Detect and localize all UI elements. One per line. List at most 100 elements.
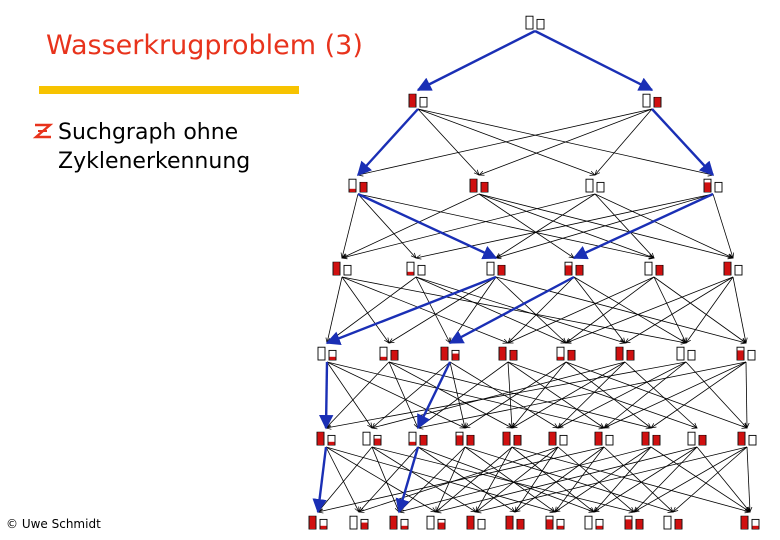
graph-edge (357, 193, 416, 258)
solution-path-edge (325, 275, 497, 345)
graph-edge (515, 446, 605, 512)
jug-water-fill (361, 522, 368, 529)
jug-outline (642, 93, 651, 108)
graph-edge (624, 361, 697, 428)
bullet-text: Suchgraph ohne Zyklenerkennung (58, 120, 251, 174)
state-node (505, 515, 525, 530)
graph-edge (389, 276, 497, 343)
graph-edge (558, 361, 687, 428)
jug-water-fill (409, 441, 416, 445)
graph-edge (496, 193, 596, 258)
jug-water-fill (467, 435, 474, 445)
graph-edge (653, 276, 686, 343)
state-node (525, 15, 545, 30)
state-node (663, 515, 683, 530)
solution-path-edge (318, 361, 334, 430)
graph-edge (508, 276, 575, 343)
jug-water-fill (438, 522, 445, 529)
graph-edge (327, 276, 417, 343)
jug-water-fill (627, 350, 634, 360)
graph-edge (388, 361, 418, 428)
jug-outline (585, 178, 594, 193)
jug-water-fill (470, 179, 477, 192)
jug-water-fill (642, 432, 649, 445)
jug-water-fill (390, 516, 397, 529)
jug-outline (559, 434, 568, 446)
graph-edge (372, 361, 626, 428)
jug-outline (605, 434, 614, 446)
graph-edge (512, 361, 626, 428)
graph-edge (436, 446, 513, 512)
jug-water-fill (653, 435, 660, 445)
graph-edge (594, 193, 654, 258)
title-underline-bar (39, 86, 299, 94)
jug-water-fill (510, 350, 517, 360)
graph-edge (566, 276, 734, 343)
state-node (556, 346, 576, 361)
jug-water-fill (380, 356, 387, 360)
jug-outline (417, 264, 426, 276)
graph-edge (326, 361, 465, 428)
jug-water-fill (329, 356, 336, 360)
graph-edge (495, 276, 566, 343)
state-node (426, 515, 446, 530)
state-node (564, 261, 584, 276)
graph-edge (634, 446, 698, 512)
jug-outline (747, 349, 756, 361)
graph-edge (651, 361, 747, 428)
graph-edge (696, 446, 750, 512)
graph-edge (318, 446, 373, 512)
jug-outline (644, 261, 653, 276)
graph-edge (573, 276, 625, 343)
graph-edge (558, 361, 626, 428)
jug-water-fill (498, 265, 505, 275)
z-bullet-icon (32, 123, 54, 139)
solution-path-edge (395, 446, 420, 514)
graph-edge (479, 108, 653, 175)
state-node (687, 431, 707, 446)
jug-water-fill (704, 182, 711, 192)
state-node (362, 431, 382, 446)
graph-edge (399, 446, 652, 512)
graph-edge (436, 446, 698, 512)
state-node (440, 346, 460, 361)
state-node (348, 178, 368, 193)
state-node (737, 431, 757, 446)
jug-outline (714, 181, 723, 193)
jug-water-fill (741, 516, 748, 529)
jug-water-fill (654, 97, 661, 107)
jug-outline (477, 518, 486, 530)
state-node (642, 93, 662, 108)
jug-outline (596, 181, 605, 193)
jug-water-fill (407, 271, 414, 275)
jug-water-fill (675, 519, 682, 529)
jug-water-fill (349, 188, 356, 192)
graph-edge (673, 446, 748, 512)
state-node (676, 346, 696, 361)
jug-water-fill (636, 519, 643, 529)
state-node (736, 346, 756, 361)
jug-water-fill (328, 441, 335, 445)
graph-edge (388, 361, 651, 428)
graph-edge (342, 193, 596, 258)
graph-edge (573, 276, 686, 343)
jug-water-fill (737, 350, 744, 360)
state-node (548, 431, 568, 446)
graph-edge (603, 446, 673, 512)
graph-edge (342, 193, 480, 258)
graph-edge (653, 276, 746, 343)
graph-edge (357, 193, 654, 258)
jug-outline (663, 515, 672, 530)
graph-edge (604, 361, 747, 428)
state-node (615, 346, 635, 361)
state-node (703, 178, 723, 193)
graph-edge (566, 276, 655, 343)
jug-water-fill (317, 432, 324, 445)
graph-edge (594, 446, 698, 512)
jug-water-fill (499, 347, 506, 360)
graph-edge (417, 446, 515, 512)
jug-water-fill (467, 516, 474, 529)
nodes-layer (308, 15, 760, 530)
graph-edge (495, 276, 746, 343)
jug-outline (687, 431, 696, 446)
